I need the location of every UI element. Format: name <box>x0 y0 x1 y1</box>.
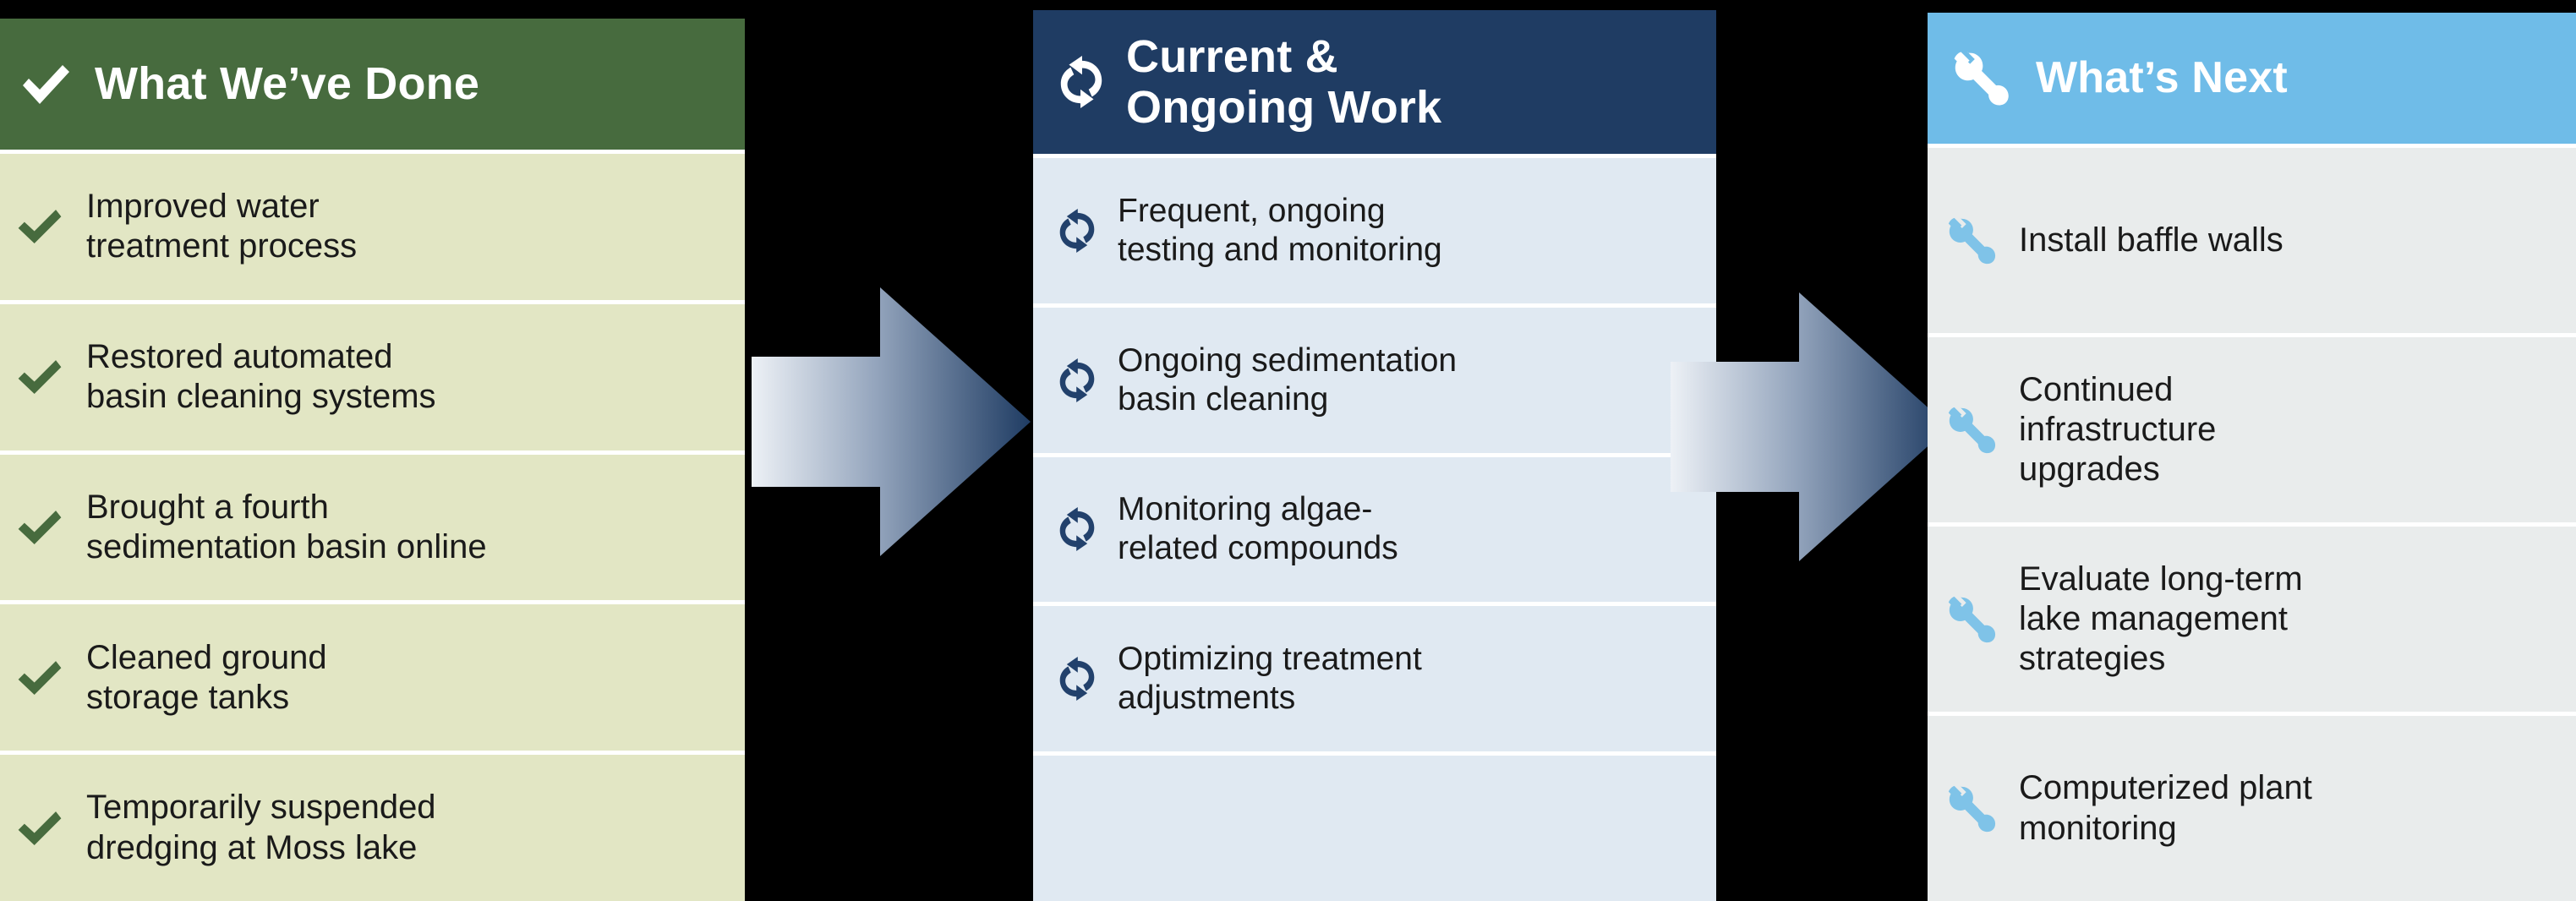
check-icon <box>15 503 64 552</box>
wrench-icon <box>1944 783 1997 835</box>
wrench-icon <box>1950 48 2010 109</box>
column-title: Current & Ongoing Work <box>1126 30 1442 133</box>
list-item-label: Temporarily suspended dredging at Moss l… <box>86 789 436 866</box>
list-item[interactable]: Continued infrastructure upgrades <box>1928 337 2576 522</box>
check-icon <box>15 202 64 251</box>
list-item[interactable]: Install baffle walls <box>1928 148 2576 333</box>
check-icon <box>15 804 64 853</box>
arrow-done-to-current <box>752 282 1031 561</box>
column-current-ongoing-work: Current & Ongoing Work Frequent, ongoing… <box>1033 10 1716 901</box>
column-title: What’s Next <box>2036 53 2288 103</box>
column-title: What We’ve Done <box>95 58 480 110</box>
column-header-whats-next: What’s Next <box>1928 13 2576 144</box>
check-icon <box>19 57 73 112</box>
list-item-label: Computerized plant monitoring <box>2019 769 2312 847</box>
column-body-current-ongoing-work: Frequent, ongoing testing and monitoring… <box>1033 154 1716 901</box>
wrench-icon <box>1944 404 1997 456</box>
check-icon <box>15 653 64 702</box>
list-item[interactable]: Frequent, ongoing testing and monitoring <box>1033 158 1716 303</box>
list-item[interactable]: Evaluate long-term lake management strat… <box>1928 527 2576 712</box>
list-item[interactable]: Restored automated basin cleaning system… <box>0 303 745 450</box>
column-body-whats-next: Install baffle walls Continued infrastru… <box>1928 144 2576 901</box>
column-header-what-weve-done: What We’ve Done <box>0 19 745 150</box>
column-header-current-ongoing-work: Current & Ongoing Work <box>1033 10 1716 154</box>
list-item-label: Cleaned ground storage tanks <box>86 638 327 716</box>
column-what-weve-done: What We’ve Done Improved water treatment… <box>0 19 745 901</box>
wrench-icon <box>1944 593 1997 646</box>
list-item[interactable]: Computerized plant monitoring <box>1928 716 2576 901</box>
list-item-label: Continued infrastructure upgrades <box>2019 370 2217 489</box>
list-item-label: Optimizing treatment adjustments <box>1118 641 1422 717</box>
arrow-current-to-next <box>1671 287 1950 566</box>
list-item-empty <box>1033 756 1716 901</box>
list-item[interactable]: Brought a fourth sedimentation basin onl… <box>0 454 745 601</box>
list-item[interactable]: Optimizing treatment adjustments <box>1033 606 1716 752</box>
list-item[interactable]: Cleaned ground storage tanks <box>0 604 745 751</box>
column-whats-next: What’s Next Install baffle walls <box>1928 13 2576 901</box>
refresh-cycle-icon <box>1055 358 1099 402</box>
list-item[interactable]: Ongoing sedimentation basin cleaning <box>1033 307 1716 453</box>
refresh-cycle-icon <box>1055 208 1099 253</box>
check-icon <box>15 352 64 401</box>
list-item-label: Brought a fourth sedimentation basin onl… <box>86 488 487 565</box>
list-item-label: Evaluate long-term lake management strat… <box>2019 560 2303 678</box>
list-item-label: Monitoring algae- related compounds <box>1118 491 1398 567</box>
column-body-what-weve-done: Improved water treatment process Restore… <box>0 150 745 901</box>
refresh-cycle-icon <box>1055 56 1108 108</box>
list-item-label: Install baffle walls <box>2019 221 2283 259</box>
list-item-label: Improved water treatment process <box>86 188 358 265</box>
refresh-cycle-icon <box>1055 657 1099 702</box>
wrench-icon <box>1944 215 1997 267</box>
list-item[interactable]: Monitoring algae- related compounds <box>1033 456 1716 603</box>
list-item-label: Ongoing sedimentation basin cleaning <box>1118 341 1458 418</box>
list-item-label: Restored automated basin cleaning system… <box>86 338 436 416</box>
list-item[interactable]: Improved water treatment process <box>0 154 745 300</box>
list-item[interactable]: Temporarily suspended dredging at Moss l… <box>0 755 745 901</box>
list-item-label: Frequent, ongoing testing and monitoring <box>1118 192 1442 268</box>
refresh-cycle-icon <box>1055 507 1099 552</box>
